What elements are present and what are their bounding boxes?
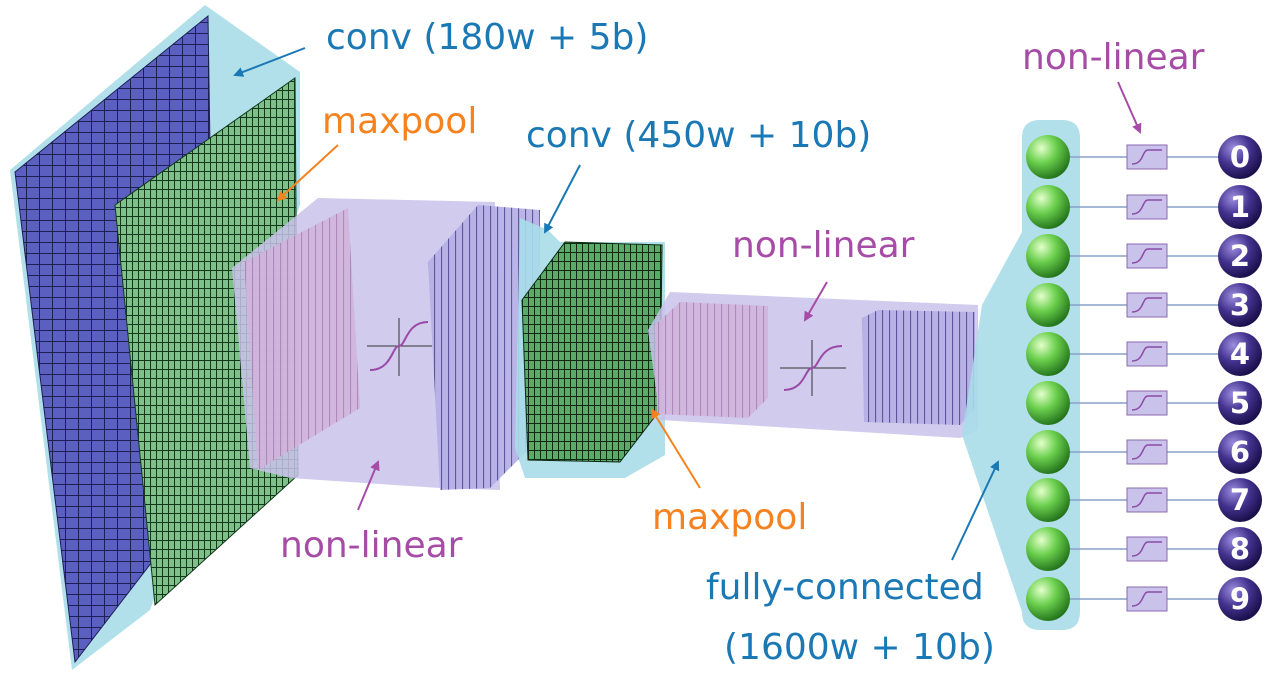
output-row: 6: [1026, 430, 1262, 474]
maxpool1-label: maxpool: [322, 101, 478, 142]
output-node: [1218, 185, 1262, 229]
row-nonlinear-box: [1126, 390, 1168, 416]
row-nonlinear-box: [1126, 194, 1168, 220]
fc-node: [1026, 430, 1070, 474]
nonlinear-bottom-arrow: [357, 460, 380, 511]
fc-node: [1026, 135, 1070, 179]
fc-node: [1026, 381, 1070, 425]
output-row: 4: [1026, 332, 1262, 376]
fully-connected-label-line2: (1600w + 10b): [724, 627, 995, 668]
maxpool2-label: maxpool: [652, 497, 808, 538]
fc-node: [1026, 577, 1070, 621]
row-nonlinear-box: [1126, 536, 1168, 562]
fc-node: [1026, 478, 1070, 522]
conv2-arrow: [544, 164, 581, 234]
row-nonlinear-box: [1126, 586, 1168, 612]
output-digit-label: 4: [1230, 337, 1250, 371]
output-node: [1218, 430, 1262, 474]
output-digit-label: 8: [1230, 532, 1250, 566]
output-digit-label: 9: [1230, 582, 1250, 616]
output-row: 8: [1026, 527, 1262, 571]
output-rows: 0 1 2 3: [1026, 135, 1262, 621]
output-digit-label: 2: [1230, 239, 1250, 273]
fc-node: [1026, 234, 1070, 278]
output-node: [1218, 577, 1262, 621]
fully-connected-label-line1: fully-connected: [706, 567, 984, 608]
maxpool2-pooled-maps: [655, 302, 768, 418]
maxpool2-arrow: [650, 408, 701, 489]
nonlinear-top-arrow: [1117, 81, 1142, 134]
nonlinear1-output: [428, 205, 540, 490]
maxpool1-arrow: [276, 144, 339, 202]
nonlinear-mid-label: non-linear: [732, 225, 915, 266]
conv1-label: conv (180w + 5b): [326, 17, 649, 58]
output-node: [1218, 135, 1262, 179]
output-node: [1218, 234, 1262, 278]
fully-connected-arrow: [951, 460, 1000, 561]
row-nonlinear-box: [1126, 292, 1168, 318]
output-digit-label: 3: [1230, 288, 1250, 322]
output-row: 5: [1026, 381, 1262, 425]
fc-node: [1026, 283, 1070, 327]
output-digit-label: 5: [1230, 386, 1250, 420]
output-digit-label: 7: [1230, 483, 1250, 517]
output-node: [1218, 381, 1262, 425]
fc-node: [1026, 332, 1070, 376]
maxpool1-pooled-maps: [244, 208, 360, 470]
row-nonlinear-box: [1126, 341, 1168, 367]
nonlinear-symbol-1: [367, 318, 432, 376]
row-nonlinear-box: [1126, 487, 1168, 513]
nonlinear2-output: [862, 310, 975, 425]
output-node: [1218, 283, 1262, 327]
output-row: 3: [1026, 283, 1262, 327]
output-row: 0: [1026, 135, 1262, 179]
output-node: [1218, 332, 1262, 376]
nonlinear-symbol-2: [780, 340, 846, 396]
row-nonlinear-box: [1126, 439, 1168, 465]
nonlinear-top-label: non-linear: [1022, 37, 1205, 78]
output-row: 2: [1026, 234, 1262, 278]
output-digit-label: 0: [1230, 140, 1250, 174]
output-row: 7: [1026, 478, 1262, 522]
output-digit-label: 6: [1230, 435, 1250, 469]
output-node: [1218, 527, 1262, 571]
conv1-arrow: [233, 47, 306, 77]
nonlinear-mid-arrow: [803, 281, 828, 322]
output-row: 1: [1026, 185, 1262, 229]
conv2-feature-maps: [521, 241, 663, 463]
conv2-label: conv (450w + 10b): [526, 115, 872, 156]
row-nonlinear-box: [1126, 144, 1168, 170]
output-row: 9: [1026, 577, 1262, 621]
output-digit-label: 1: [1230, 190, 1250, 224]
nonlinear-bottom-label: non-linear: [280, 525, 463, 566]
fc-node: [1026, 185, 1070, 229]
fc-node: [1026, 527, 1070, 571]
output-node: [1218, 478, 1262, 522]
row-nonlinear-box: [1126, 243, 1168, 269]
